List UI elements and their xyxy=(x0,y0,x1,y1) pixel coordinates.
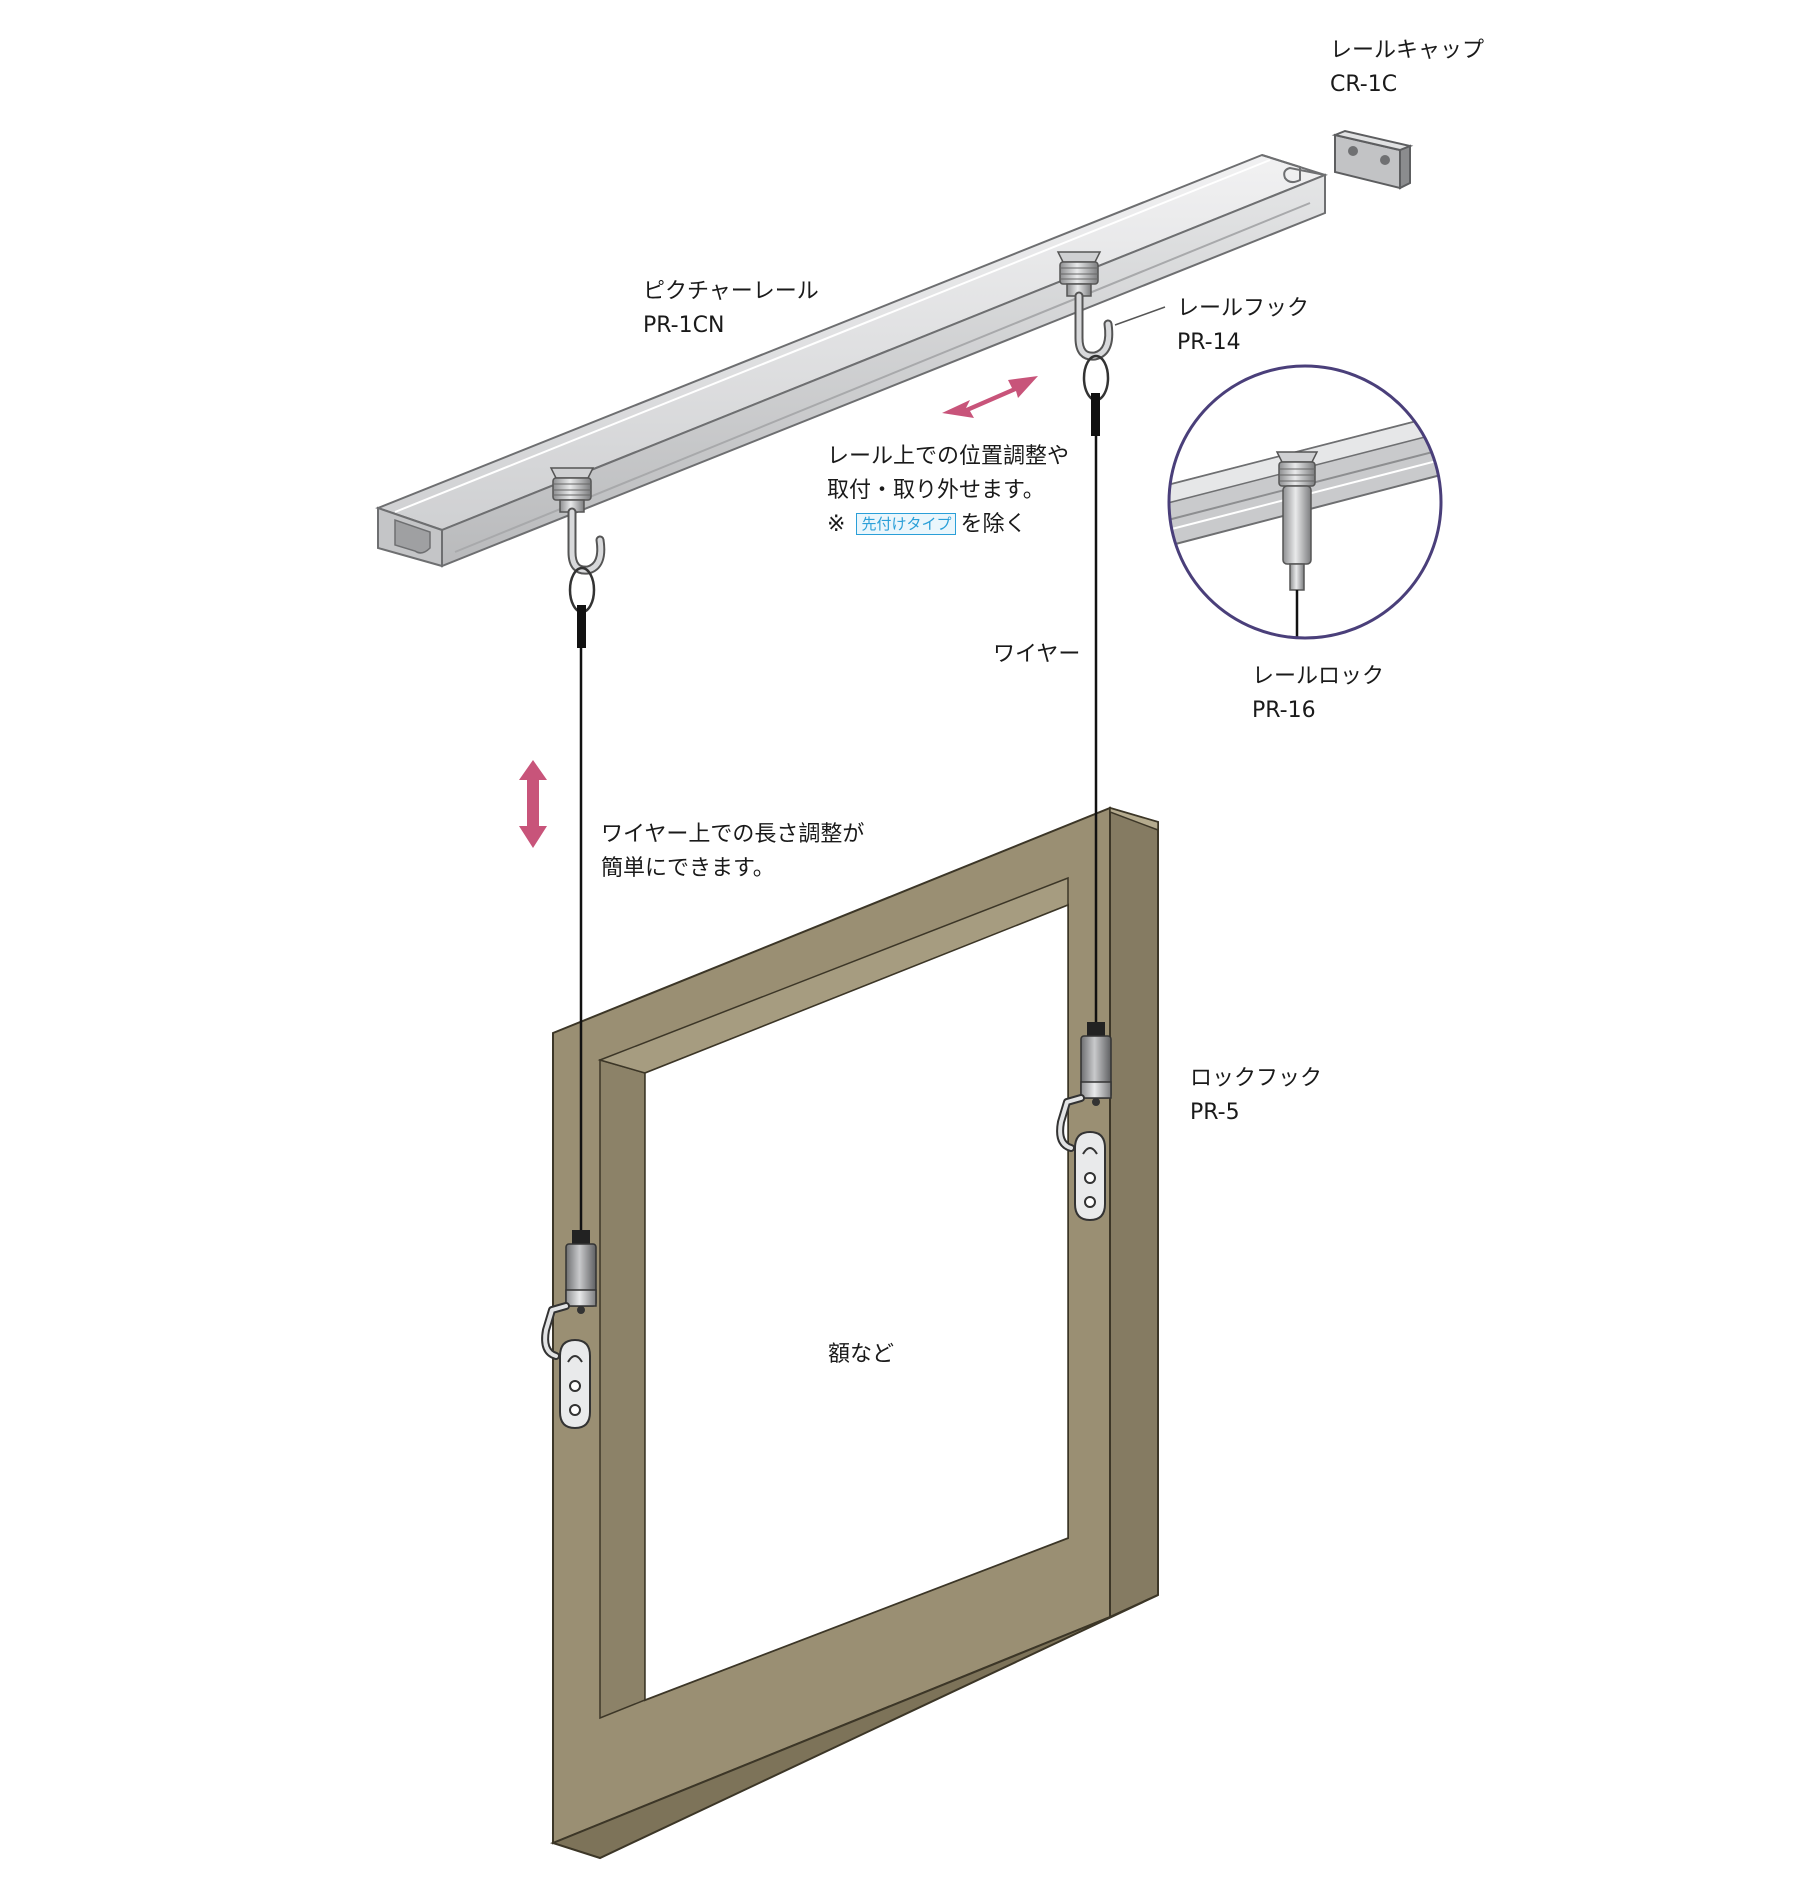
rail-hook-code: PR-14 xyxy=(1177,330,1241,355)
frame-label: 額など xyxy=(828,1338,894,1372)
horizontal-adjust-arrow xyxy=(942,376,1038,418)
wire-adjust-line2: 簡単にできます。 xyxy=(601,856,775,881)
frame-top-depth xyxy=(1109,807,1159,832)
right-lock-hook xyxy=(1056,1022,1112,1222)
rail-hook-name: レールフック xyxy=(1177,296,1310,321)
wire-name: ワイヤー xyxy=(993,642,1081,667)
frame-bottom-depth xyxy=(550,1594,1159,1860)
left-rail-hook xyxy=(549,467,606,648)
frame-side xyxy=(1109,806,1159,1619)
rail-lock-code: PR-16 xyxy=(1252,698,1316,723)
picture-rail xyxy=(375,153,1328,568)
rail-lock-detail xyxy=(1167,364,1443,640)
rail-hook-label: レールフック PR-14 xyxy=(1177,292,1309,360)
vertical-adjust-arrow xyxy=(519,760,547,848)
picture-rail-name: ピクチャーレール xyxy=(643,279,819,304)
lock-hook-code: PR-5 xyxy=(1190,1100,1240,1125)
rail-cap-label: レールキャップ CR-1C xyxy=(1330,34,1484,102)
rail-cap-code: CR-1C xyxy=(1330,72,1398,97)
lock-hook-name: ロックフック xyxy=(1190,1066,1323,1091)
rail-adjust-suffix: を除く xyxy=(960,512,1027,537)
wire-adjust-note: ワイヤー上での長さ調整が 簡単にできます。 xyxy=(601,818,864,886)
wire-adjust-line1: ワイヤー上での長さ調整が xyxy=(601,822,865,847)
rail-lock-name: レールロック xyxy=(1252,664,1385,689)
frame-opening xyxy=(644,903,1069,1702)
rail-lock-label: レールロック PR-16 xyxy=(1252,660,1384,728)
picture-rail-code: PR-1CN xyxy=(643,313,725,338)
rail-hook-leader xyxy=(1114,306,1166,326)
picture-rail-label: ピクチャーレール PR-1CN xyxy=(643,275,819,343)
rail-adjust-note: レール上での位置調整や 取付・取り外せます。 ※ 先付けタイプを除く xyxy=(827,440,1069,542)
lock-hook-label: ロックフック PR-5 xyxy=(1190,1062,1322,1130)
rail-adjust-line3: ※ 先付けタイプを除く xyxy=(827,508,1069,542)
rail-adjust-line2: 取付・取り外せます。 xyxy=(827,478,1045,503)
rail-cap-part xyxy=(1331,129,1414,190)
rail-adjust-line1: レール上での位置調整や xyxy=(827,444,1070,469)
rail-groove xyxy=(454,202,1311,553)
rail-highlight xyxy=(394,159,1271,513)
left-lock-hook xyxy=(541,1230,597,1430)
pre-attached-type-tag: 先付けタイプ xyxy=(856,513,957,535)
wire-label: ワイヤー xyxy=(993,638,1080,672)
right-rail-hook xyxy=(1056,251,1114,436)
rail-channel xyxy=(394,518,431,554)
note-mark: ※ xyxy=(827,512,846,537)
frame-name: 額など xyxy=(828,1342,895,1367)
picture-frame xyxy=(550,806,1159,1860)
rail-cap-name: レールキャップ xyxy=(1330,38,1485,63)
rail-far-end-profile xyxy=(1261,154,1326,213)
frame-inner-bevel-left xyxy=(599,1059,646,1720)
